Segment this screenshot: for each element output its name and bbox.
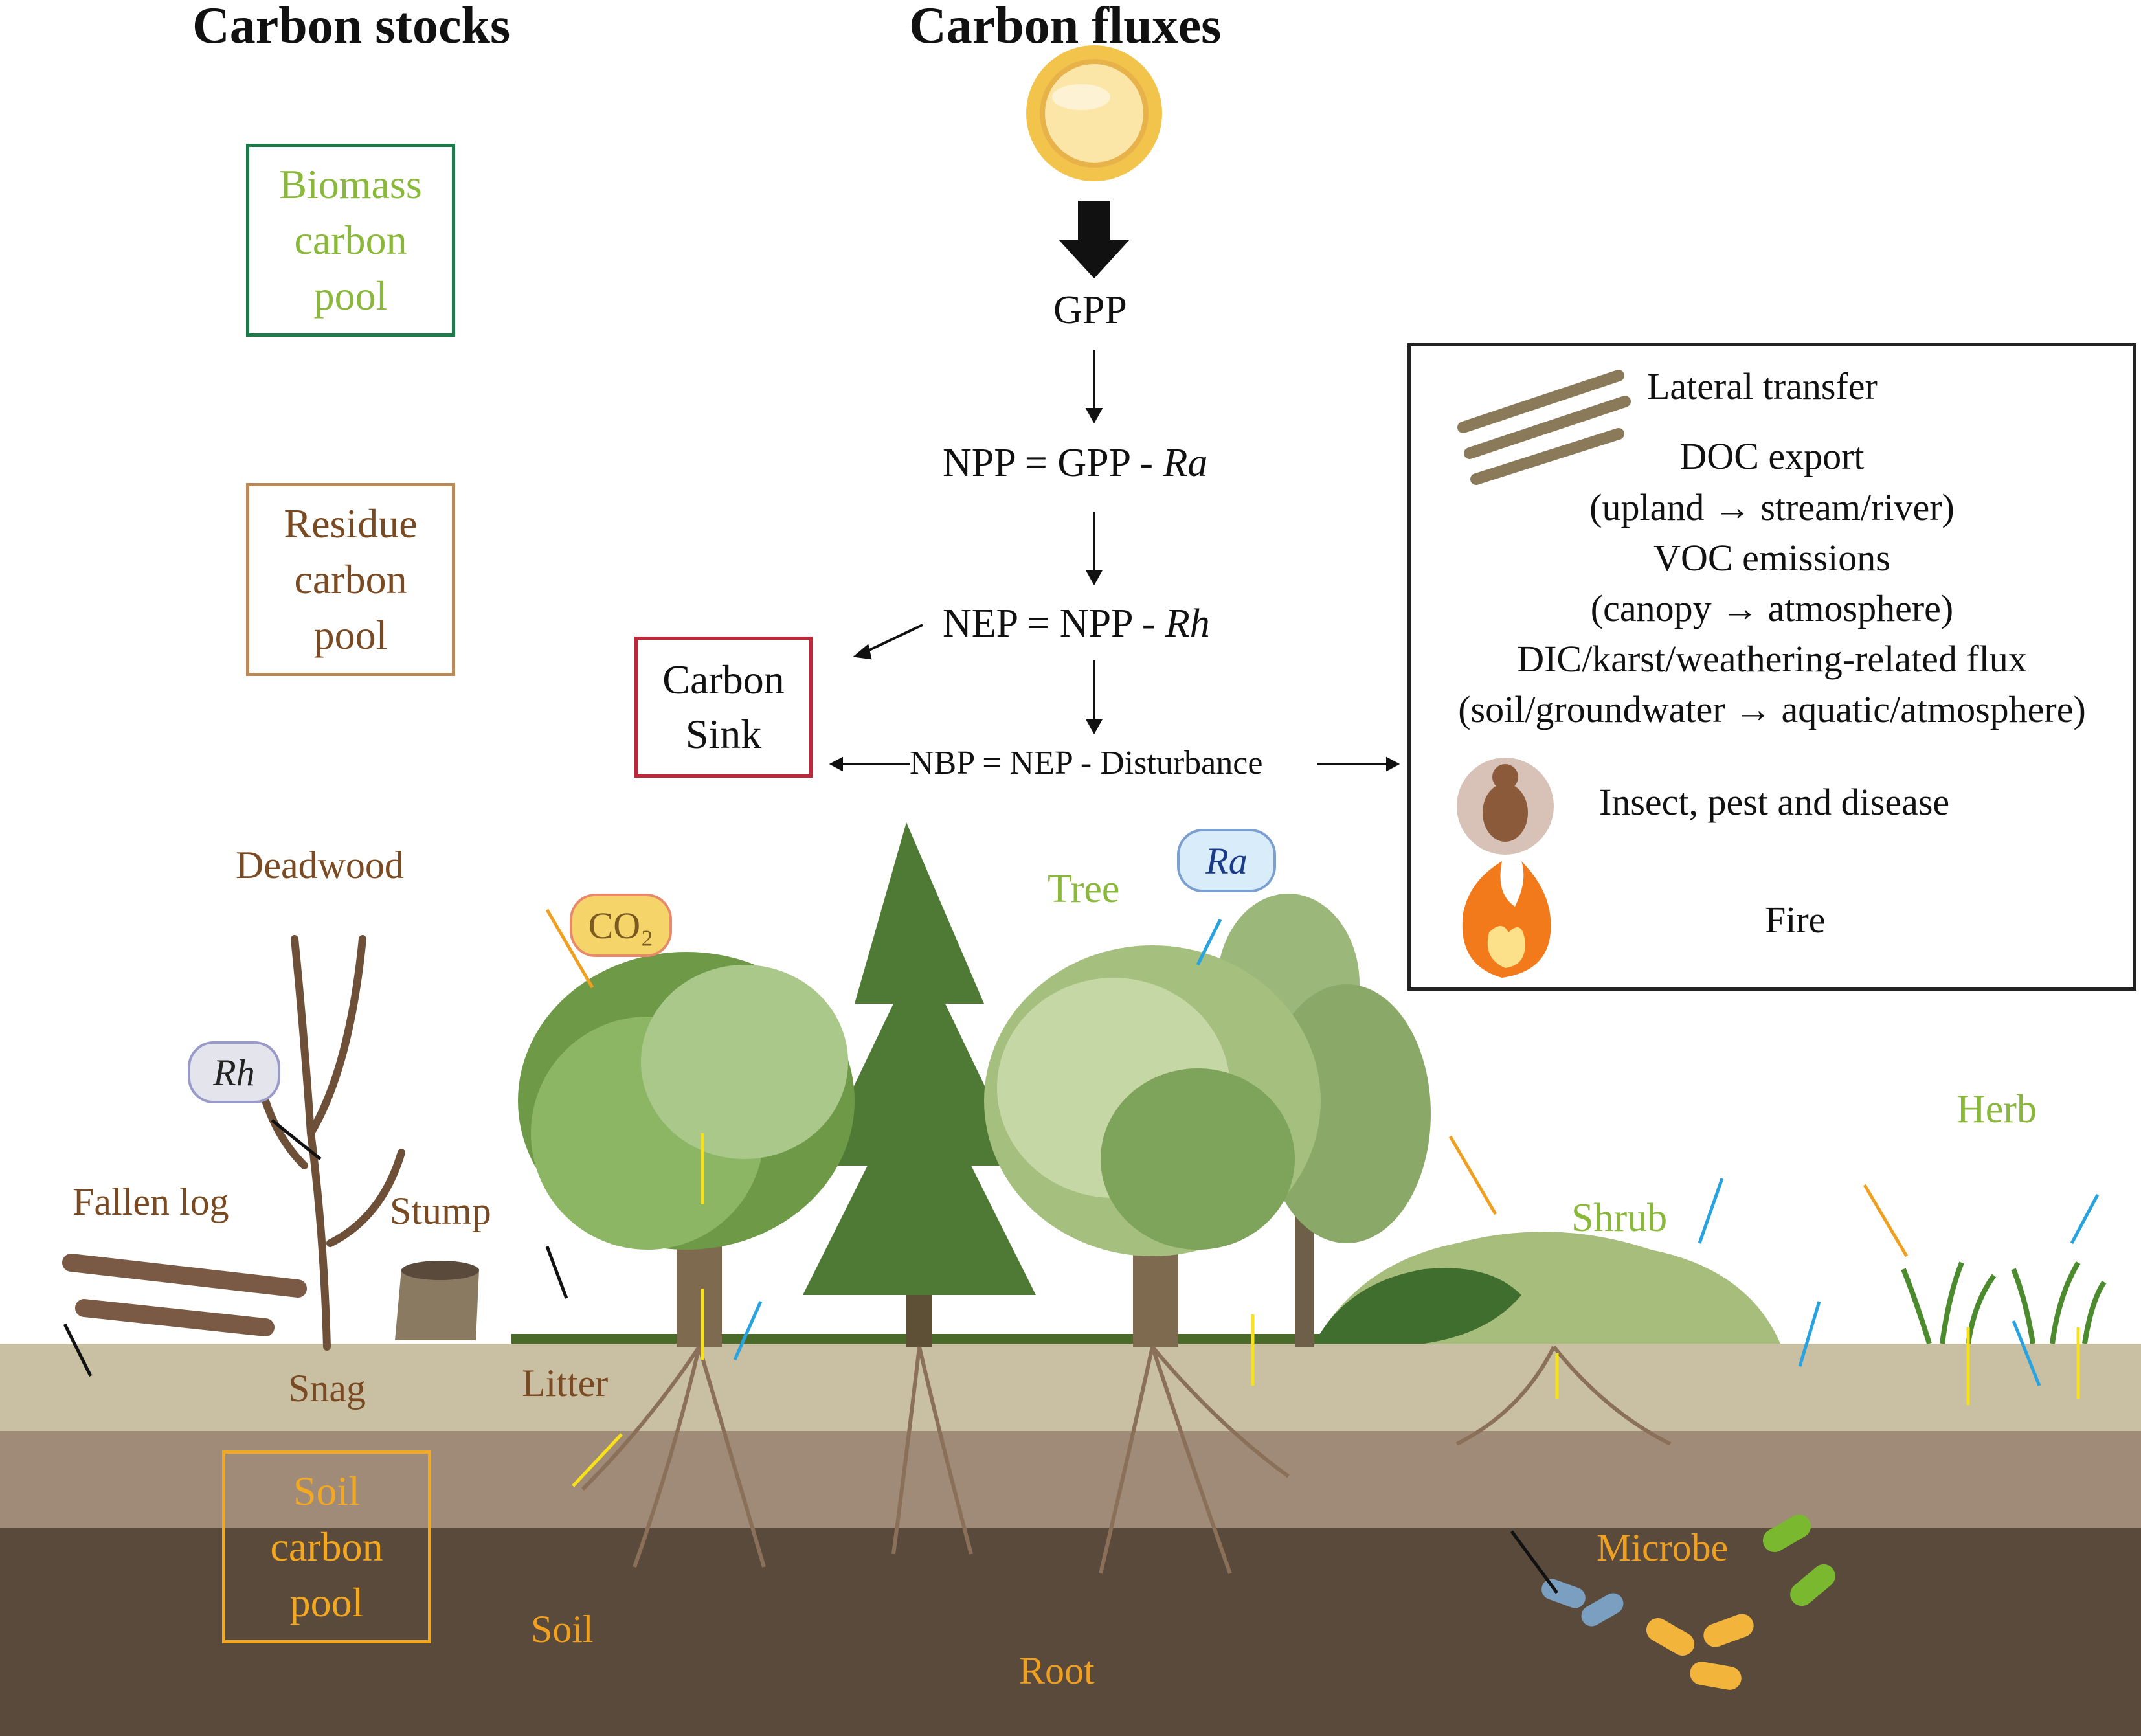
fire-icon — [1462, 861, 1551, 978]
scene-flux-arrows — [63, 908, 2100, 1594]
legend-doc-path: (upland → stream/river) — [1589, 486, 1955, 528]
rh-bubble: Rh — [188, 1041, 280, 1103]
residue-carbon-pool: Residue carbon pool — [246, 483, 455, 676]
co2-bubble: CO₂ — [570, 894, 672, 957]
legend-dic: DIC/karst/weathering-related flux — [1517, 638, 2027, 680]
co2-label: CO₂ — [588, 904, 654, 947]
legend-box — [1407, 343, 2136, 991]
topsoil-layer — [0, 1344, 2141, 1431]
carbon-sink-box: Carbon Sink — [634, 637, 813, 778]
ra-bubble: Ra — [1177, 829, 1276, 892]
carbon-sink-label: Carbon Sink — [662, 657, 785, 757]
npp-equation: NPP = GPP - Ra — [943, 443, 1207, 483]
soil-pool-label: Soil carbon pool — [270, 1468, 383, 1625]
sun-icon — [1026, 45, 1162, 181]
flux-chain-arrows — [829, 350, 1400, 772]
root-label: Root — [1019, 1649, 1095, 1692]
fallen-log-label: Fallen log — [73, 1180, 229, 1223]
heading-carbon-fluxes: Carbon fluxes — [909, 0, 1222, 54]
gpp-label: GPP — [1053, 288, 1127, 332]
soil-label: Soil — [531, 1608, 594, 1651]
subsoil-layer — [0, 1431, 2141, 1528]
tree-label: Tree — [1048, 867, 1120, 911]
snag-label: Snag — [288, 1367, 366, 1410]
legend-insect: Insect, pest and disease — [1599, 781, 1950, 823]
legend-voc-path: (canopy → atmosphere) — [1590, 587, 1954, 629]
residue-pool-label: Residue carbon pool — [284, 501, 418, 658]
legend-fire: Fire — [1765, 899, 1826, 941]
ra-label: Ra — [1205, 839, 1248, 882]
lateral-transfer-icon — [1457, 370, 1631, 485]
microbe-label: Microbe — [1597, 1526, 1729, 1569]
biomass-pool-label: Biomass carbon pool — [279, 161, 422, 319]
deadwood-label: Deadwood — [236, 844, 404, 886]
microbe-icons — [1541, 1515, 1835, 1690]
tree-illustrations — [62, 822, 2107, 1690]
herb-label: Herb — [1956, 1087, 2037, 1131]
deep-soil-layer — [0, 1528, 2141, 1736]
npp-text: NPP = GPP - — [943, 441, 1163, 485]
nep-equation: NEP = NPP - Rh — [943, 603, 1210, 644]
npp-ra-var: Ra — [1163, 441, 1208, 485]
biomass-carbon-pool: Biomass carbon pool — [246, 144, 455, 337]
heading-carbon-stocks: Carbon stocks — [192, 0, 511, 54]
nep-text: NEP = NPP - — [943, 602, 1165, 646]
nbp-equation: NBP = NEP - Disturbance — [910, 745, 1263, 782]
legend-lateral-transfer: Lateral transfer — [1647, 365, 1878, 407]
litter-label: Litter — [522, 1362, 609, 1404]
stump-label: Stump — [390, 1189, 491, 1232]
legend-doc: DOC export — [1679, 435, 1865, 477]
shrub-label: Shrub — [1571, 1196, 1668, 1240]
nep-rh-var: Rh — [1165, 602, 1210, 646]
legend-dic-path: (soil/groundwater → aquatic/atmosphere) — [1458, 688, 2086, 730]
rh-label: Rh — [213, 1051, 255, 1094]
legend-voc: VOC emissions — [1653, 537, 1890, 579]
sun-down-arrow — [1059, 201, 1130, 278]
soil-carbon-pool: Soil carbon pool — [222, 1450, 431, 1643]
insect-icon — [1457, 758, 1554, 855]
